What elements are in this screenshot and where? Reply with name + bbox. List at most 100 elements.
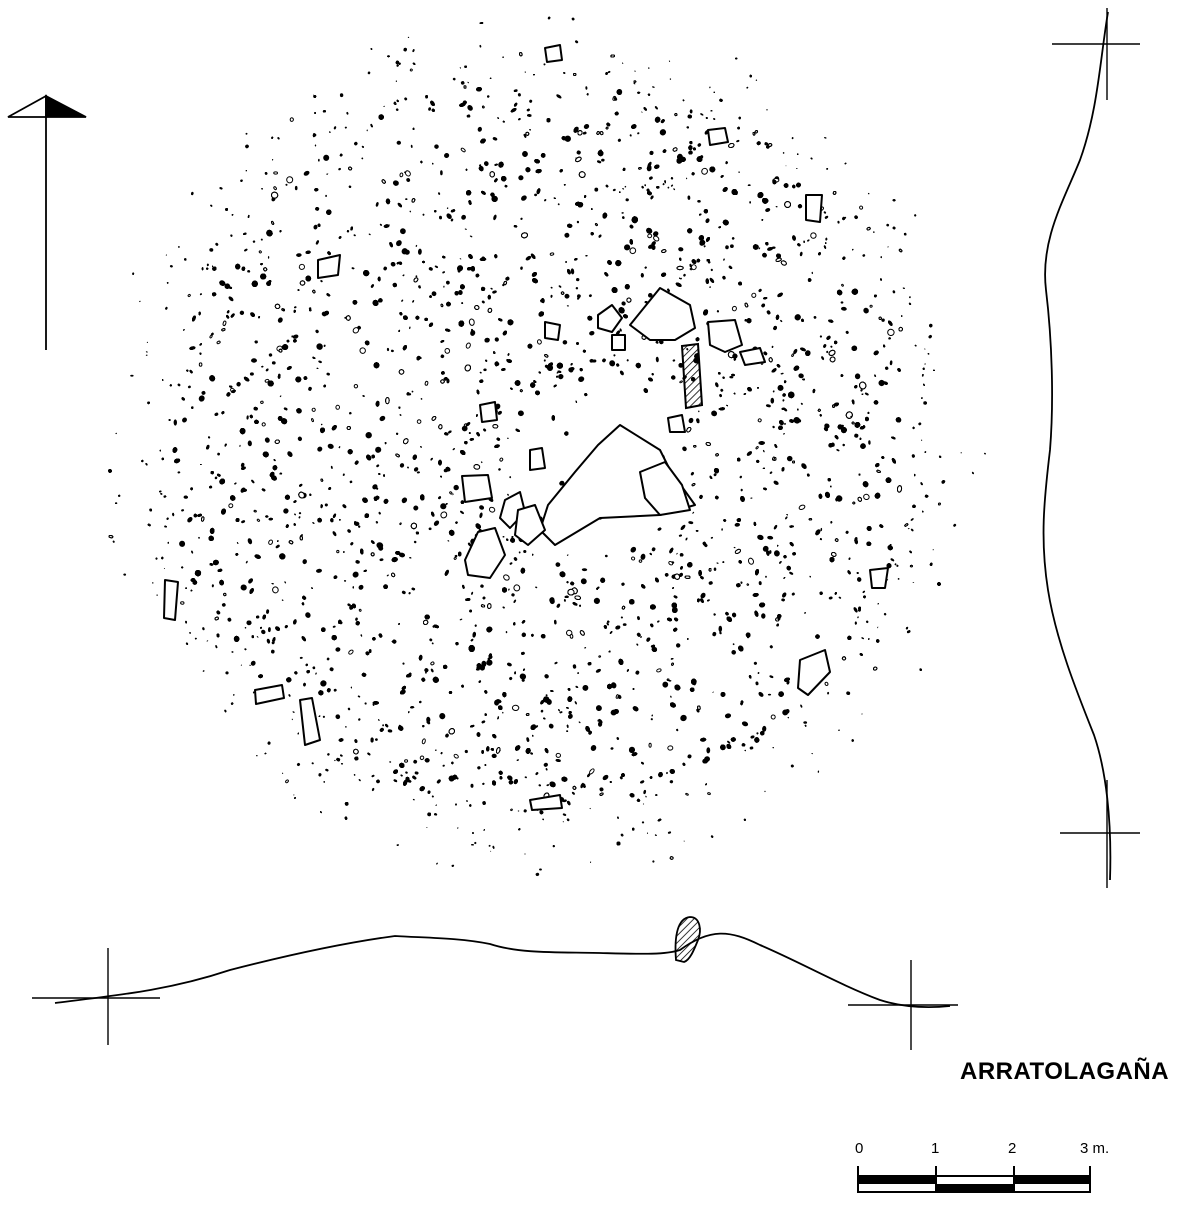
stone-dot bbox=[358, 779, 361, 782]
stone-dot bbox=[791, 137, 794, 140]
stone-dot bbox=[572, 664, 577, 669]
stone-dot bbox=[436, 779, 441, 784]
stone-dot bbox=[641, 111, 643, 113]
stone-dot bbox=[302, 559, 307, 565]
stone-dot bbox=[342, 504, 347, 509]
stone-dot bbox=[635, 670, 640, 675]
stone-dot bbox=[712, 691, 714, 694]
stone-dot bbox=[613, 97, 618, 101]
stone-dot bbox=[604, 554, 608, 558]
stone-dot bbox=[214, 412, 219, 416]
stone-dot bbox=[520, 217, 523, 220]
stone-dot bbox=[863, 493, 870, 501]
stone-dot bbox=[636, 632, 641, 637]
stone-dot bbox=[260, 238, 263, 241]
stone-dot bbox=[555, 752, 561, 758]
stone-dot bbox=[409, 326, 411, 330]
stone-dot bbox=[621, 216, 625, 219]
stone-dot bbox=[468, 318, 475, 326]
stone-dot bbox=[503, 574, 510, 581]
stone-dot bbox=[312, 522, 315, 524]
stone-dot bbox=[840, 301, 844, 304]
stone-dot bbox=[115, 432, 117, 435]
stone-dot bbox=[889, 360, 893, 366]
stone-dot bbox=[401, 497, 408, 504]
stone-dot bbox=[637, 616, 640, 621]
stone-dot bbox=[762, 449, 765, 453]
stone-dot bbox=[358, 584, 364, 590]
stone-dot bbox=[721, 528, 723, 531]
stone-dot bbox=[399, 228, 406, 235]
stone-dot bbox=[355, 617, 358, 621]
stone-dot bbox=[867, 192, 870, 195]
stone-dot bbox=[483, 428, 487, 432]
stone-dot bbox=[620, 616, 623, 619]
stone-dot bbox=[731, 305, 737, 312]
stone-dot bbox=[517, 410, 524, 417]
stone-dot bbox=[454, 554, 458, 558]
stone-dot bbox=[593, 597, 600, 605]
stone-dot bbox=[201, 390, 206, 395]
stone-dot bbox=[821, 356, 825, 361]
stone-dot bbox=[424, 668, 429, 673]
stone-dot bbox=[667, 186, 670, 189]
stone-dot bbox=[483, 368, 487, 372]
stone-dot bbox=[585, 86, 588, 90]
stone-dot bbox=[682, 446, 687, 452]
stone-dot bbox=[598, 655, 602, 658]
stone-dot bbox=[830, 345, 833, 348]
stone-dot bbox=[209, 248, 214, 252]
stone-dot bbox=[371, 787, 375, 792]
stone-dot bbox=[577, 672, 580, 675]
stone-dot bbox=[292, 334, 299, 339]
stone-dot bbox=[430, 668, 434, 673]
stone-dot bbox=[499, 457, 504, 462]
stone-dot bbox=[452, 77, 456, 81]
stone-dot bbox=[835, 495, 843, 502]
stone-dot bbox=[861, 713, 863, 715]
stone-dot bbox=[861, 637, 865, 640]
stone-dot bbox=[566, 554, 569, 556]
stone-dot bbox=[647, 293, 653, 298]
stone-dot bbox=[679, 380, 683, 384]
stone-dot bbox=[156, 594, 158, 596]
stone-dot bbox=[887, 328, 895, 337]
stone-dot bbox=[348, 649, 354, 655]
stone-dot bbox=[273, 171, 278, 175]
stone-dot bbox=[780, 372, 784, 375]
stone-dot bbox=[439, 713, 446, 720]
stone-dot bbox=[824, 137, 827, 139]
stone-dot bbox=[762, 545, 769, 552]
stone-dot bbox=[313, 224, 318, 230]
stone-dot bbox=[249, 372, 254, 376]
stone-dot bbox=[460, 510, 464, 515]
stone-dot bbox=[535, 586, 538, 589]
stone-dot bbox=[820, 527, 823, 532]
stone-dot bbox=[315, 329, 319, 334]
stone-dot bbox=[386, 574, 389, 577]
stone-dot bbox=[595, 668, 601, 673]
stone-dot bbox=[535, 872, 540, 877]
stone-dot bbox=[910, 518, 914, 521]
stone-dot bbox=[846, 691, 851, 696]
stone-dot bbox=[688, 521, 694, 525]
stone-dot bbox=[402, 662, 405, 665]
stone-dot bbox=[283, 508, 289, 514]
stone-dot bbox=[617, 694, 622, 699]
stone-dot bbox=[885, 366, 889, 370]
stone-dot bbox=[383, 266, 388, 271]
stone-dot bbox=[751, 292, 757, 298]
stone-dot bbox=[228, 503, 234, 509]
stone-dot bbox=[347, 603, 351, 607]
stone-dot bbox=[845, 330, 849, 334]
stone-dot bbox=[436, 862, 438, 865]
stone-dot bbox=[497, 410, 502, 415]
stone-dot bbox=[365, 432, 372, 439]
stone-dot bbox=[524, 71, 526, 73]
stone-dot bbox=[440, 354, 445, 359]
stone-dot bbox=[685, 177, 688, 180]
stone-dot bbox=[824, 681, 829, 687]
stone-dot bbox=[535, 772, 539, 776]
stone-dot bbox=[770, 714, 776, 720]
stone-dot bbox=[442, 764, 445, 767]
